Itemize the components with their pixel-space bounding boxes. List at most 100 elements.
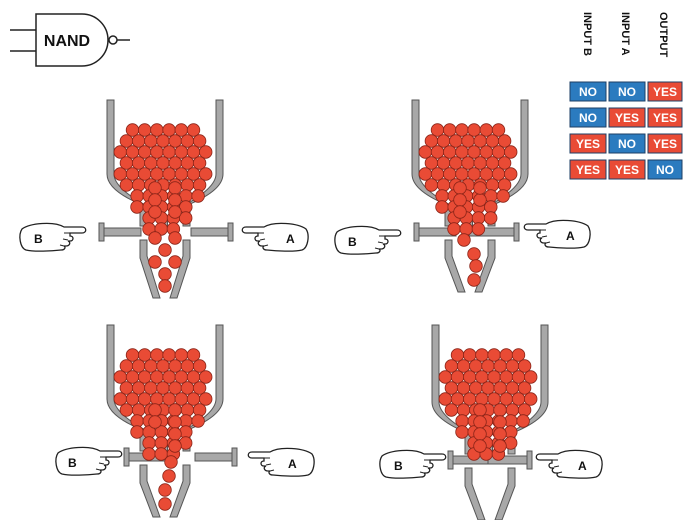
funnel xyxy=(106,324,238,518)
hand-b-3: B xyxy=(55,446,123,476)
ball xyxy=(168,181,182,195)
ball xyxy=(178,211,193,225)
ball xyxy=(456,403,471,417)
ball xyxy=(455,167,469,181)
ball xyxy=(467,273,481,287)
ball xyxy=(168,415,182,429)
truth-cell xyxy=(569,159,607,180)
valve-a-handle xyxy=(513,222,520,242)
ball xyxy=(467,247,481,261)
ball xyxy=(455,145,469,159)
ball xyxy=(438,370,453,384)
ball xyxy=(473,181,487,195)
ball xyxy=(137,392,152,406)
ball xyxy=(436,156,451,170)
ball xyxy=(487,370,501,384)
ball xyxy=(491,167,506,181)
ball xyxy=(162,123,176,137)
ball xyxy=(168,359,182,373)
truth-cell-value: NO xyxy=(579,111,597,125)
ball xyxy=(137,167,152,181)
ball xyxy=(430,123,445,137)
ball xyxy=(455,425,469,439)
ball xyxy=(174,370,189,384)
hand-label-b: B xyxy=(394,459,403,473)
ball xyxy=(174,348,189,362)
ball xyxy=(524,370,538,384)
ball xyxy=(168,403,182,417)
ball xyxy=(449,156,463,170)
hand-label-a: A xyxy=(288,457,297,471)
ball xyxy=(192,403,207,417)
valve-a-handle xyxy=(231,447,238,467)
balls xyxy=(113,123,213,293)
ball xyxy=(504,145,518,159)
ball xyxy=(497,178,512,192)
ball xyxy=(162,145,176,159)
spout-right xyxy=(169,464,191,518)
hand-a-2: A xyxy=(523,219,591,249)
truth-cell-value: YES xyxy=(576,137,600,151)
ball xyxy=(174,123,189,137)
hand-b-1: B xyxy=(19,222,87,252)
balls xyxy=(113,348,213,511)
ball xyxy=(162,370,176,384)
truth-cell-value: YES xyxy=(615,163,639,177)
ball xyxy=(443,123,457,137)
ball xyxy=(198,145,213,159)
hand-label-a: A xyxy=(286,232,295,246)
ball xyxy=(156,359,170,373)
header-input-a: INPUT A xyxy=(619,12,631,56)
header-input-b: INPUT B xyxy=(581,12,593,56)
ball xyxy=(158,279,172,293)
ball xyxy=(505,381,520,395)
ball xyxy=(180,178,195,192)
ball xyxy=(473,156,487,170)
ball xyxy=(164,455,178,469)
ball xyxy=(473,193,487,207)
ball xyxy=(449,134,463,148)
ball xyxy=(487,392,501,406)
ball xyxy=(148,231,162,245)
ball xyxy=(150,392,164,406)
ball xyxy=(125,167,140,181)
ball xyxy=(148,403,162,417)
ball xyxy=(444,403,459,417)
spout-right xyxy=(494,467,516,520)
ball xyxy=(125,348,140,362)
ball xyxy=(436,134,451,148)
truth-cell-value: YES xyxy=(576,163,600,177)
ball xyxy=(485,134,500,148)
ball xyxy=(467,167,481,181)
ball xyxy=(424,134,439,148)
ball xyxy=(511,392,526,406)
truth-cell xyxy=(608,81,646,102)
ball xyxy=(463,370,477,384)
ball xyxy=(156,381,170,395)
hand-a-1: A xyxy=(241,222,309,252)
ball xyxy=(443,145,457,159)
ball xyxy=(504,167,518,181)
hand-label-a: A xyxy=(578,459,587,473)
ball xyxy=(125,370,140,384)
ball xyxy=(493,403,507,417)
ball xyxy=(186,145,201,159)
ball xyxy=(192,134,207,148)
truth-cell-value: YES xyxy=(615,111,639,125)
ball xyxy=(137,123,152,137)
ball xyxy=(493,439,507,453)
ball xyxy=(180,359,195,373)
ball xyxy=(158,267,172,281)
truth-cell xyxy=(647,107,683,128)
ball xyxy=(137,370,152,384)
ball xyxy=(148,205,162,219)
ball xyxy=(150,348,164,362)
ball xyxy=(493,381,507,395)
ball xyxy=(168,205,182,219)
truth-cell-value: NO xyxy=(618,85,636,99)
valve-a-handle xyxy=(526,450,533,470)
ball xyxy=(473,134,487,148)
ball xyxy=(447,222,461,236)
